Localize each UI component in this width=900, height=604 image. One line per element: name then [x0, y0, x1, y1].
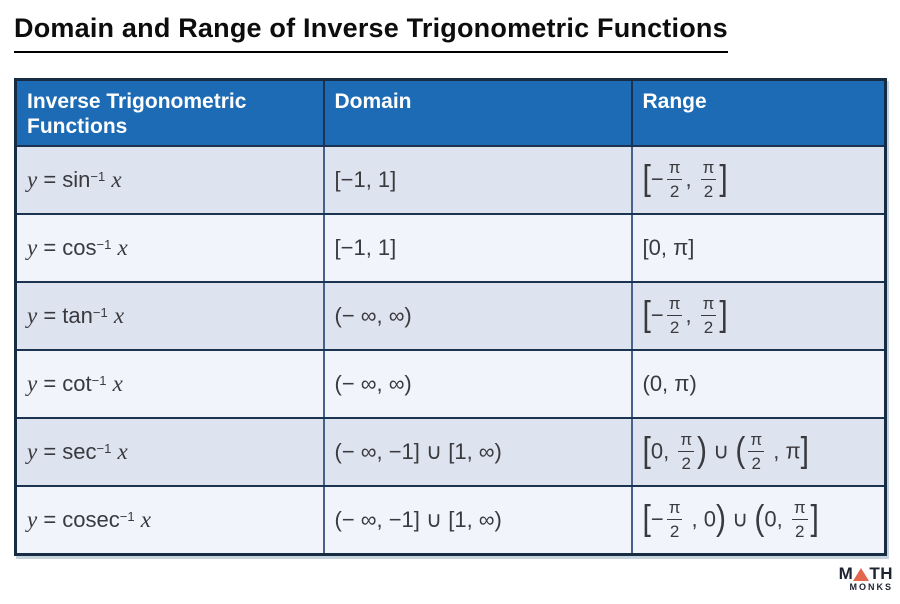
- logo-bottom-text: MONKS: [849, 582, 893, 592]
- range-cell: (0, π): [630, 349, 887, 420]
- fn-cell: y = cosec−1 x: [14, 485, 325, 556]
- fn-cell: y = tan−1 x: [14, 281, 325, 352]
- header-domain: Domain: [322, 78, 633, 148]
- logo-letter-m: M: [838, 564, 854, 583]
- range-cell: [0, π]: [630, 213, 887, 284]
- domain-cell: (− ∞, ∞): [322, 349, 633, 420]
- domain-cell: (− ∞, −1] ∪ [1, ∞): [322, 417, 633, 488]
- header-row: Inverse Trigonometric Functions Domain R…: [14, 78, 887, 148]
- triangle-icon: [853, 568, 870, 581]
- math-monks-logo: M TH MONKS: [839, 565, 893, 592]
- page-title: Domain and Range of Inverse Trigonometri…: [14, 13, 728, 53]
- logo-letters-th: TH: [869, 564, 893, 583]
- fn-cell: y = sin−1 x: [14, 145, 325, 216]
- logo-top-row: M TH: [839, 565, 893, 582]
- domain-cell: (− ∞, ∞): [322, 281, 633, 352]
- header-functions: Inverse Trigonometric Functions: [14, 78, 325, 148]
- fn-cell: y = sec−1 x: [14, 417, 325, 488]
- table-row: y = cot−1 x(− ∞, ∞)(0, π): [14, 349, 887, 420]
- fn-cell: y = cot−1 x: [14, 349, 325, 420]
- table-container: Inverse Trigonometric Functions Domain R…: [14, 78, 887, 556]
- domain-cell: (− ∞, −1] ∪ [1, ∞): [322, 485, 633, 556]
- fn-cell: y = cos−1 x: [14, 213, 325, 284]
- domain-range-table: Inverse Trigonometric Functions Domain R…: [14, 78, 887, 556]
- domain-cell: [−1, 1]: [322, 145, 633, 216]
- table-row: y = cos−1 x[−1, 1][0, π]: [14, 213, 887, 284]
- domain-cell: [−1, 1]: [322, 213, 633, 284]
- table-header: Inverse Trigonometric Functions Domain R…: [14, 78, 887, 148]
- header-range: Range: [630, 78, 887, 148]
